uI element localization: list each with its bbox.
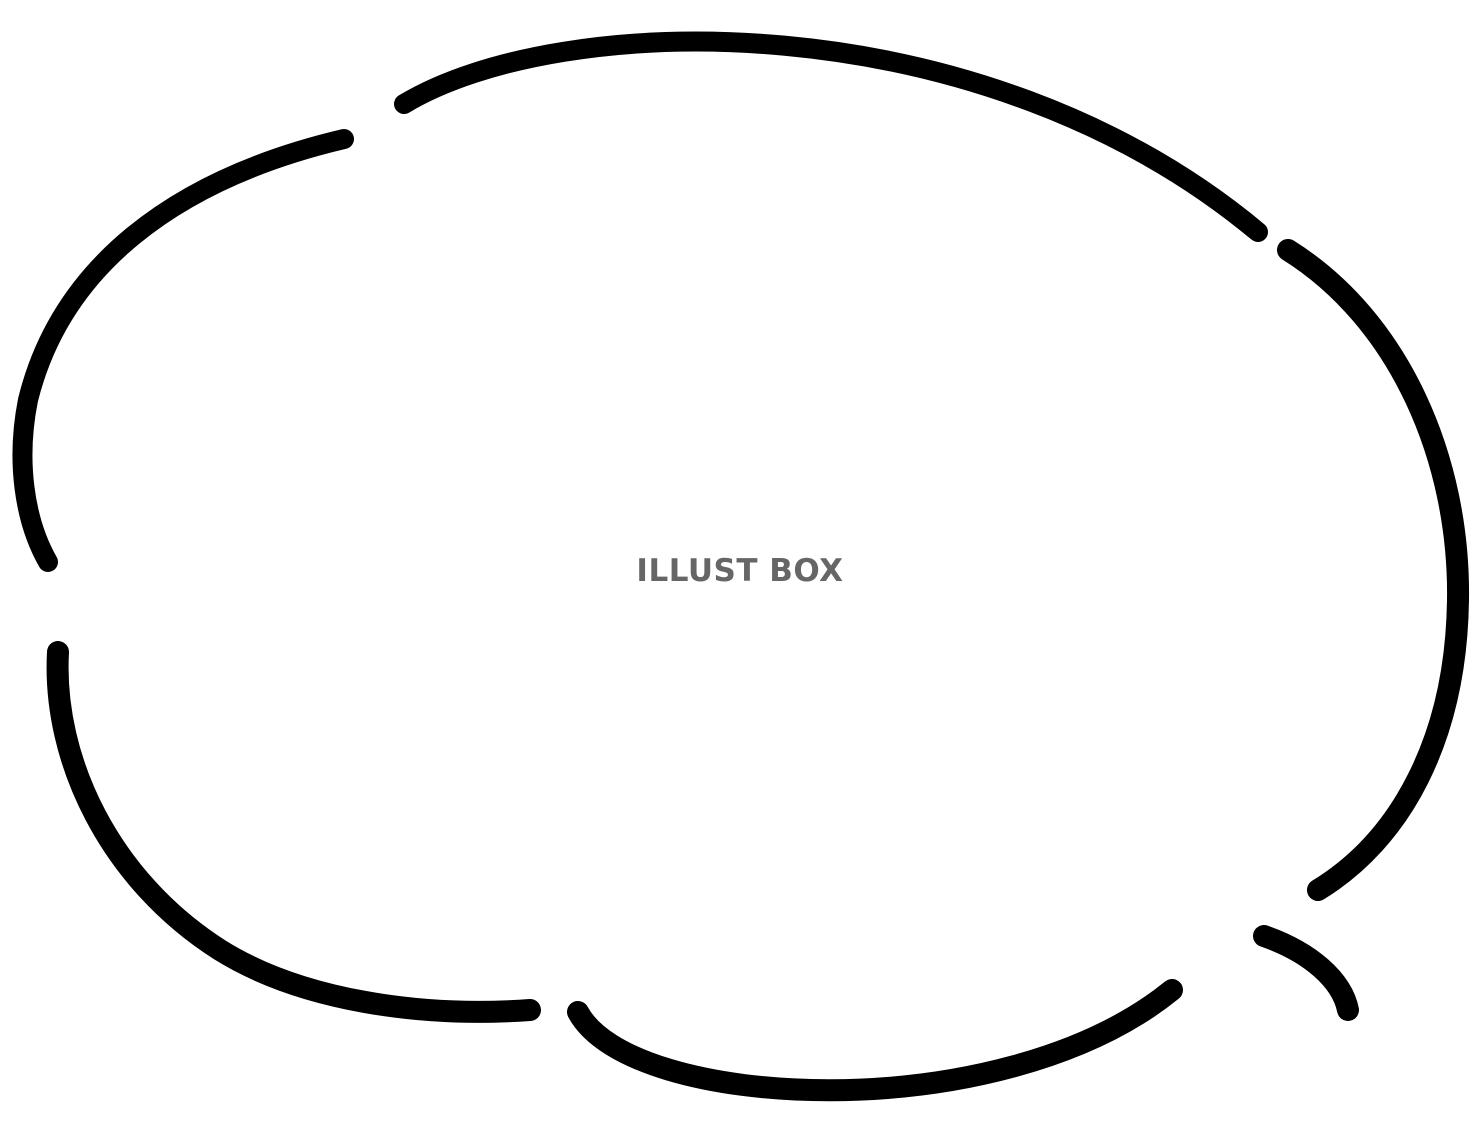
- bubble-stroke-upper-left: [12, 129, 354, 572]
- bubble-stroke-top: [394, 31, 1268, 242]
- watermark-text: ILLUST BOX: [636, 553, 844, 589]
- bubble-strokes: [12, 31, 1470, 1102]
- bubble-stroke-right: [1277, 239, 1470, 901]
- bubble-stroke-tail: [1253, 925, 1359, 1021]
- bubble-stroke-bottom: [567, 979, 1183, 1102]
- bubble-stroke-lower-left: [46, 641, 541, 1023]
